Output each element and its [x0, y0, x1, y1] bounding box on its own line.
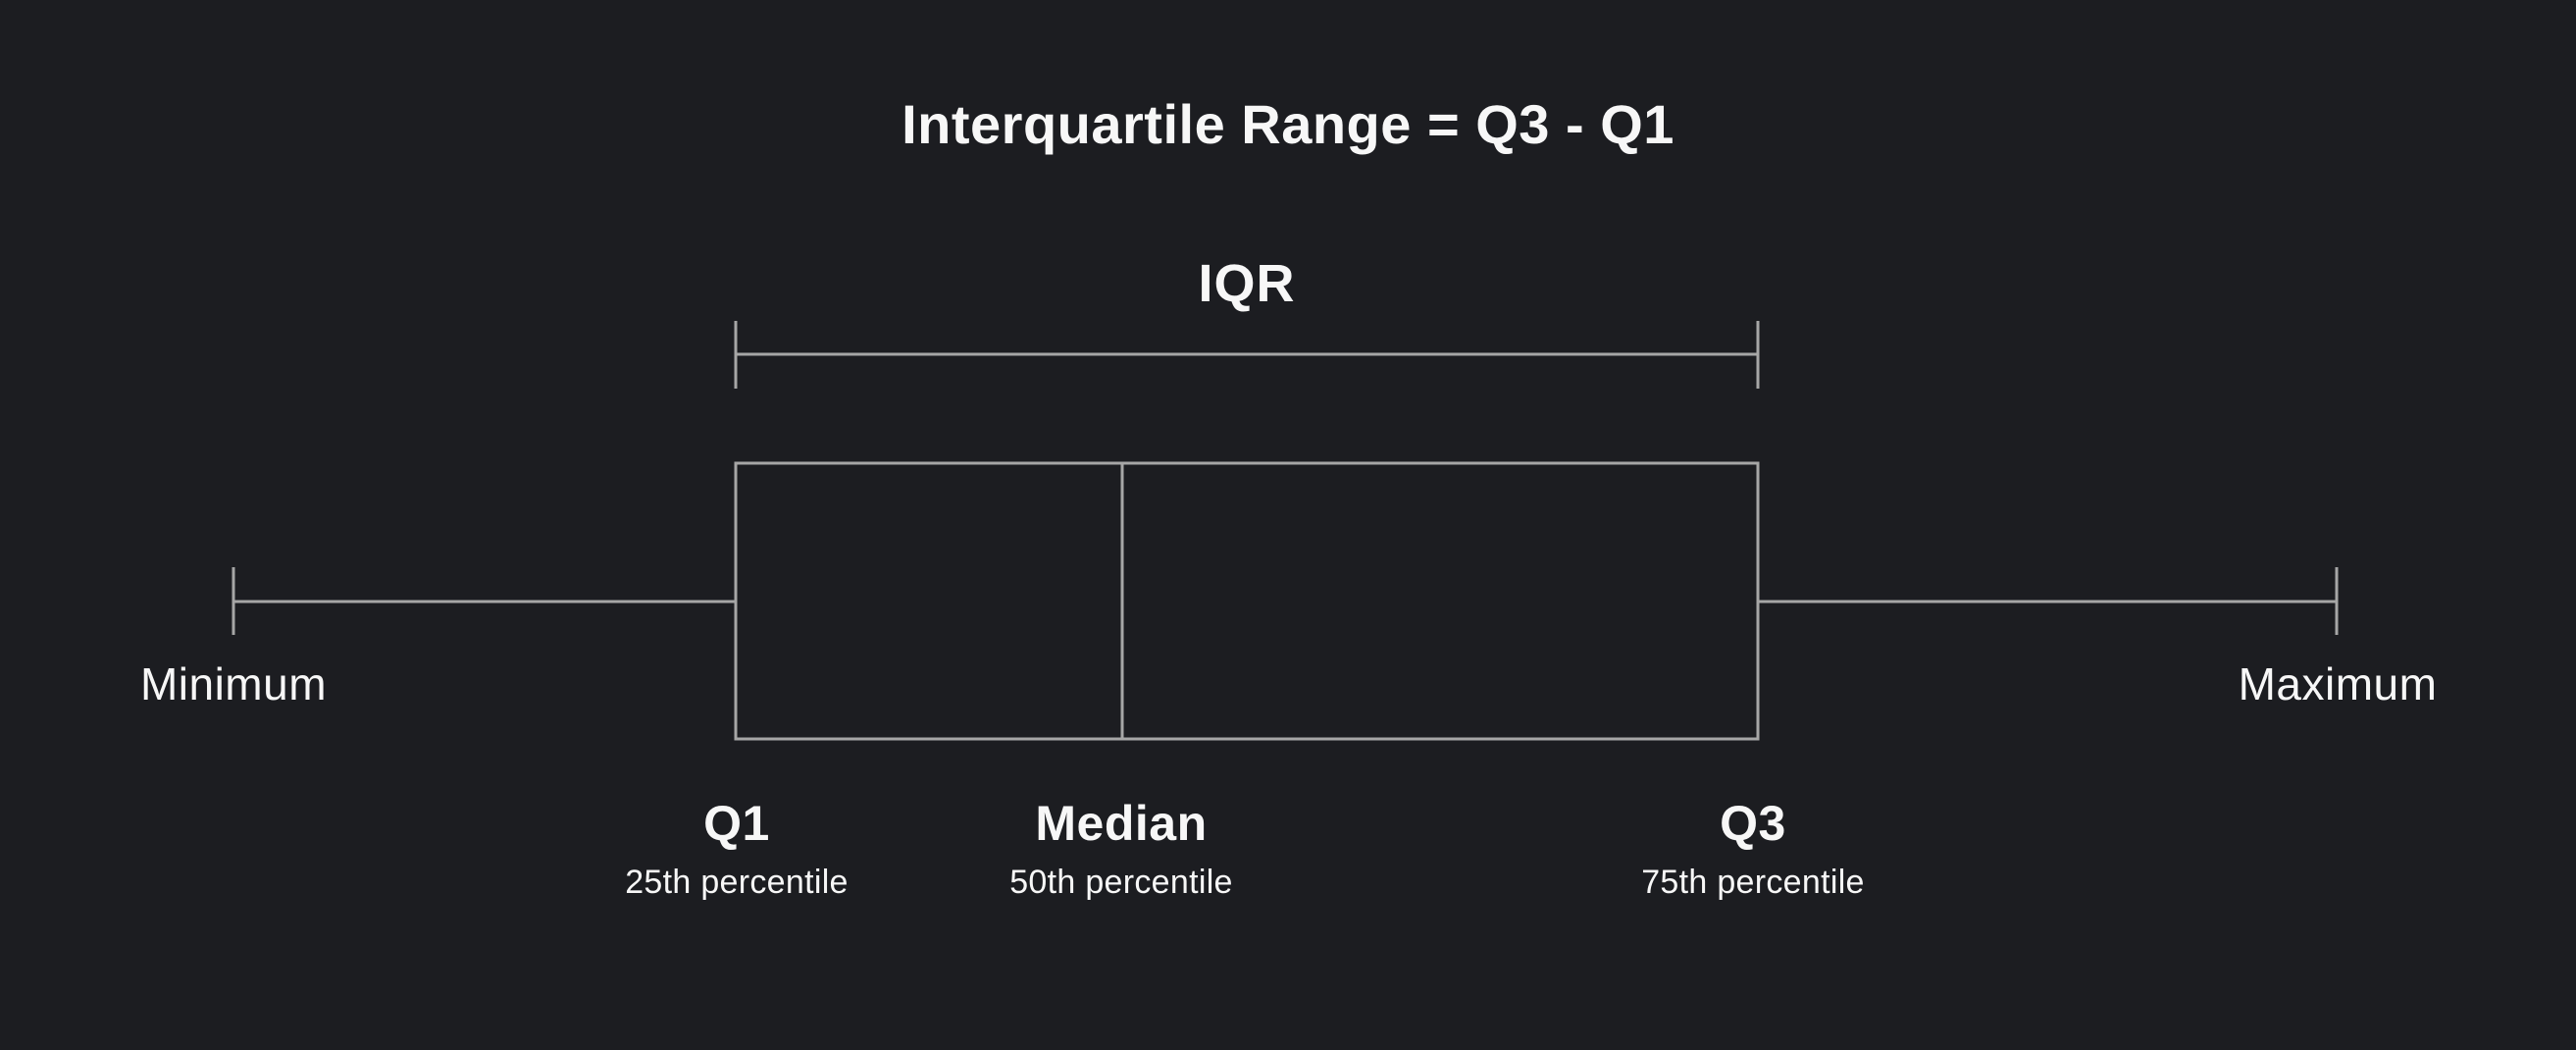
median-label: Median: [1035, 796, 1208, 851]
iqr-box: [734, 461, 1760, 741]
median-label-group: Median 50th percentile: [1009, 795, 1233, 902]
iqr-label: IQR: [1198, 254, 1296, 313]
q1-label-group: Q1 25th percentile: [625, 795, 849, 902]
q3-label-group: Q3 75th percentile: [1641, 795, 1865, 902]
q1-percentile-label: 25th percentile: [625, 864, 849, 901]
page-title: Interquartile Range = Q3 - Q1: [902, 93, 1674, 155]
q3-label: Q3: [1720, 796, 1786, 851]
median-percentile-label: 50th percentile: [1009, 864, 1233, 901]
q1-label: Q1: [703, 796, 770, 851]
q3-percentile-label: 75th percentile: [1641, 864, 1865, 901]
minimum-label: Minimum: [139, 658, 328, 709]
maximum-label: Maximum: [2238, 658, 2438, 709]
